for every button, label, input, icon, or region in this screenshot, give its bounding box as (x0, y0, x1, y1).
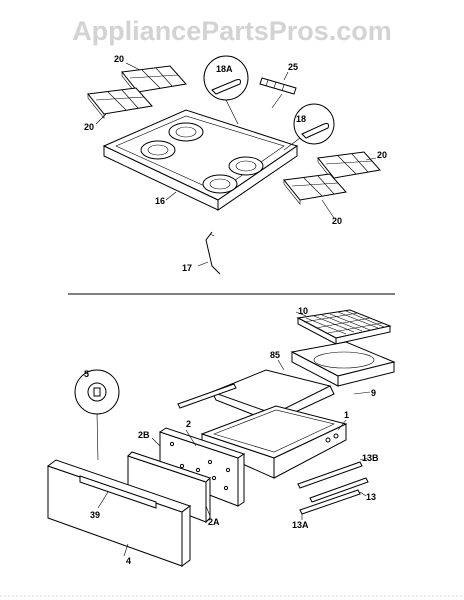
callout-20-a: 20 (114, 54, 124, 64)
inset-5-knob (74, 369, 120, 461)
part-9-broiler-pan[interactable] (290, 341, 396, 387)
part-13b-slide[interactable] (297, 461, 363, 489)
callout-2: 2 (186, 419, 191, 429)
callout-17: 17 (182, 263, 192, 273)
part-10-broiler-grid[interactable] (296, 309, 392, 345)
cooktop-assembly: 20 20 20 20 18A 25 18 16 17 (84, 54, 387, 275)
part-5-knob[interactable] (87, 382, 107, 402)
callout-20-b: 20 (84, 122, 94, 132)
part-4-drawer-front[interactable] (46, 459, 192, 567)
callout-39: 39 (90, 510, 100, 520)
slide-left-upper[interactable] (177, 383, 237, 409)
burner-cap-18[interactable] (301, 123, 329, 139)
callout-20-c: 20 (377, 150, 387, 160)
callout-16: 16 (155, 196, 165, 206)
leader-lines-lower (97, 311, 371, 557)
inset-18 (283, 103, 335, 151)
callout-2a: 2A (208, 517, 220, 527)
grate-right-back[interactable] (317, 151, 381, 183)
callout-13: 13 (366, 492, 376, 502)
cooktop-top[interactable] (102, 109, 299, 211)
grate-left-front[interactable] (87, 87, 153, 119)
part-25-igniter[interactable] (259, 77, 297, 109)
grate-right-front[interactable] (283, 173, 347, 205)
callout-5: 5 (84, 369, 89, 379)
inset-18a (203, 55, 249, 125)
callout-1: 1 (344, 410, 349, 420)
part-17-rod[interactable] (205, 231, 221, 275)
callout-4: 4 (126, 556, 131, 566)
callout-18: 18 (296, 114, 306, 124)
callout-18a: 18A (216, 64, 233, 74)
oven-assembly: 10 85 9 5 1 2 2B 13B 13 13A 2A 39 4 (46, 306, 396, 567)
burner-cap-18a[interactable] (211, 79, 241, 95)
watermark-text: AppliancePartsPros.com (72, 16, 392, 46)
leader-lines-upper (95, 62, 377, 267)
callout-13b: 13B (362, 453, 379, 463)
callout-13a: 13A (292, 520, 309, 530)
callout-20-d: 20 (332, 216, 342, 226)
callout-25: 25 (288, 62, 298, 72)
callout-2b: 2B (138, 430, 150, 440)
part-39-drawer-handle[interactable] (79, 475, 157, 509)
part-2-drawer-panel[interactable] (158, 427, 246, 507)
callout-9: 9 (371, 388, 376, 398)
grate-left-back[interactable] (121, 65, 187, 97)
part-13a-slide[interactable] (299, 489, 361, 515)
callout-85: 85 (270, 350, 280, 360)
callout-10: 10 (298, 306, 308, 316)
part-13-slide[interactable] (309, 477, 369, 503)
